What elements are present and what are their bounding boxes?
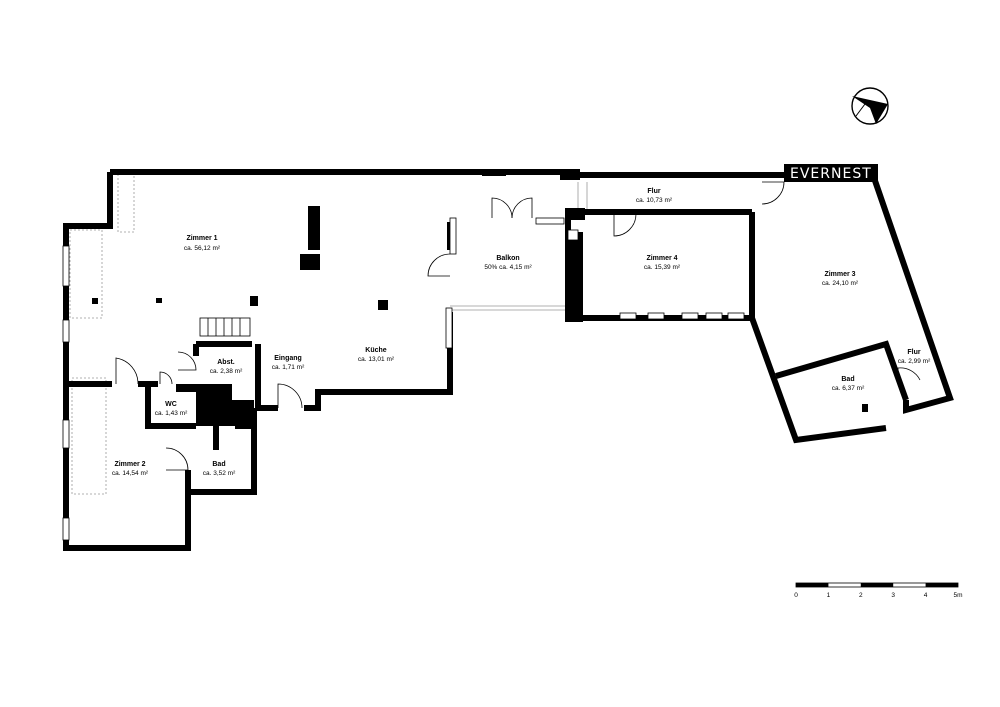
room-name-abst: Abst. bbox=[217, 359, 235, 366]
room-name-balkon: Balkon bbox=[496, 255, 519, 262]
room-area-kueche: ca. 13,01 m² bbox=[358, 356, 395, 363]
windows bbox=[62, 217, 745, 541]
room-labels: Zimmer 1 ca. 56,12 m² Flur ca. 10,73 m² … bbox=[112, 188, 931, 477]
room-area-bad2: ca. 6,37 m² bbox=[832, 385, 865, 392]
room-area-zimmer2: ca. 14,54 m² bbox=[112, 470, 149, 477]
scale-bar: 0 1 2 3 4 5m bbox=[794, 582, 963, 599]
scale-tick-4: 4 bbox=[924, 592, 928, 599]
doors bbox=[115, 181, 921, 471]
room-area-balkon: 50% ca. 4,15 m² bbox=[484, 264, 532, 271]
wall-blocks bbox=[92, 170, 868, 426]
scale-tick-2: 2 bbox=[859, 592, 863, 599]
room-name-kueche: Küche bbox=[365, 347, 387, 354]
room-name-zimmer1: Zimmer 1 bbox=[186, 235, 217, 242]
room-area-flur2: ca. 2,99 m² bbox=[898, 358, 931, 365]
room-name-zimmer4: Zimmer 4 bbox=[646, 255, 677, 262]
stairs bbox=[199, 317, 251, 337]
room-area-wc: ca. 1,43 m² bbox=[155, 410, 188, 417]
room-area-bad1: ca. 3,52 m² bbox=[203, 470, 236, 477]
room-area-zimmer1: ca. 56,12 m² bbox=[184, 245, 221, 252]
room-name-bad2: Bad bbox=[841, 376, 854, 383]
room-name-eingang: Eingang bbox=[274, 355, 302, 362]
room-name-zimmer3: Zimmer 3 bbox=[824, 271, 855, 278]
north-arrow-icon bbox=[851, 87, 889, 125]
room-area-abst: ca. 2,38 m² bbox=[210, 368, 243, 375]
scale-tick-0: 0 bbox=[794, 592, 798, 599]
room-area-zimmer4: ca. 15,39 m² bbox=[644, 264, 681, 271]
room-name-flur1: Flur bbox=[647, 188, 660, 195]
room-area-flur1: ca. 10,73 m² bbox=[636, 197, 673, 204]
brand-bar bbox=[784, 164, 878, 182]
scale-tick-3: 3 bbox=[891, 592, 895, 599]
light-lines bbox=[69, 171, 588, 495]
brand-logo: EVERNEST bbox=[790, 166, 872, 182]
room-area-eingang: ca. 1,71 m² bbox=[272, 364, 305, 371]
room-name-wc: WC bbox=[165, 401, 177, 408]
walls bbox=[63, 169, 954, 551]
room-name-flur2: Flur bbox=[907, 349, 920, 356]
scale-tick-1: 1 bbox=[827, 592, 831, 599]
room-area-zimmer3: ca. 24,10 m² bbox=[822, 280, 859, 287]
room-name-zimmer2: Zimmer 2 bbox=[114, 461, 145, 468]
scale-tick-5: 5m bbox=[953, 592, 962, 599]
room-name-bad1: Bad bbox=[212, 461, 225, 468]
